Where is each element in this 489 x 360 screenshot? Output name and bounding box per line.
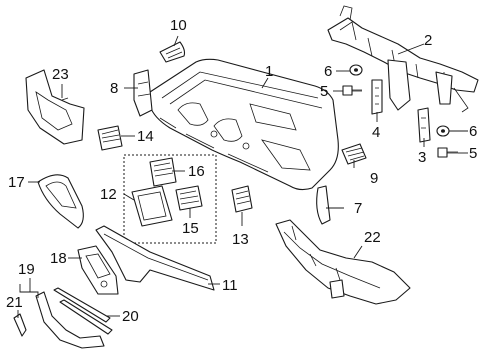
leader-22 [353, 245, 363, 259]
side-bracket-8 [133, 69, 153, 117]
callout-labels: 1 2 3 4 5 5 6 6 7 8 9 10 11 12 13 14 15 … [6, 17, 477, 325]
callout-4: 4 [372, 124, 380, 141]
cluster-fascia-17 [37, 174, 84, 229]
leader-19 [19, 284, 39, 298]
callout-12: 12 [100, 186, 117, 203]
nut-6a [349, 64, 363, 76]
crash-pad [149, 58, 339, 191]
center-vent-15 [175, 185, 203, 211]
callout-14: 14 [137, 128, 154, 145]
lower-bracket-22 [275, 219, 411, 305]
air-vent-14 [97, 125, 123, 151]
callout-1: 1 [265, 63, 273, 80]
callout-2: 2 [424, 32, 432, 49]
lower-panel-11 [95, 225, 215, 291]
callout-5a: 5 [320, 83, 328, 100]
callout-5b: 5 [469, 145, 477, 162]
callout-11: 11 [222, 277, 238, 294]
cap-10 [159, 41, 186, 63]
callout-22: 22 [364, 229, 381, 246]
callout-16: 16 [188, 163, 205, 180]
bolt-5b [437, 147, 458, 158]
callout-6b: 6 [469, 123, 477, 140]
group-box-12 [123, 154, 217, 244]
callout-7: 7 [354, 200, 362, 217]
leader-12 [123, 193, 135, 201]
callout-3: 3 [418, 149, 426, 166]
lower-garnish-20 [53, 287, 113, 335]
callout-18: 18 [50, 250, 67, 267]
callout-6a: 6 [324, 63, 332, 80]
callout-21: 21 [6, 294, 23, 311]
callout-9: 9 [370, 170, 378, 187]
bolt-5a [342, 85, 362, 96]
lower-cover-21 [13, 291, 105, 349]
callout-17: 17 [8, 174, 25, 191]
leader-10 [173, 35, 179, 47]
switch-panel-18 [77, 245, 119, 295]
leader-lines [17, 35, 468, 318]
cowl-cross-bar [327, 5, 479, 113]
speaker-grille-9 [341, 143, 367, 165]
callout-10: 10 [170, 17, 187, 34]
side-vent-13 [231, 185, 253, 213]
lower-trim-23 [25, 69, 85, 145]
leader-2 [397, 43, 425, 55]
bracket-4 [371, 79, 383, 115]
side-cover-7 [316, 185, 331, 225]
bracket-3 [417, 107, 431, 143]
leader-1 [261, 77, 269, 89]
callout-20: 20 [122, 308, 139, 325]
nut-6b [436, 125, 450, 137]
callout-13: 13 [232, 231, 249, 248]
callout-19: 19 [18, 261, 35, 278]
callout-8: 8 [110, 80, 118, 97]
center-vent-16 [149, 157, 177, 187]
callout-15: 15 [182, 220, 199, 237]
center-bezel-12 [131, 185, 173, 227]
callout-23: 23 [52, 66, 69, 83]
